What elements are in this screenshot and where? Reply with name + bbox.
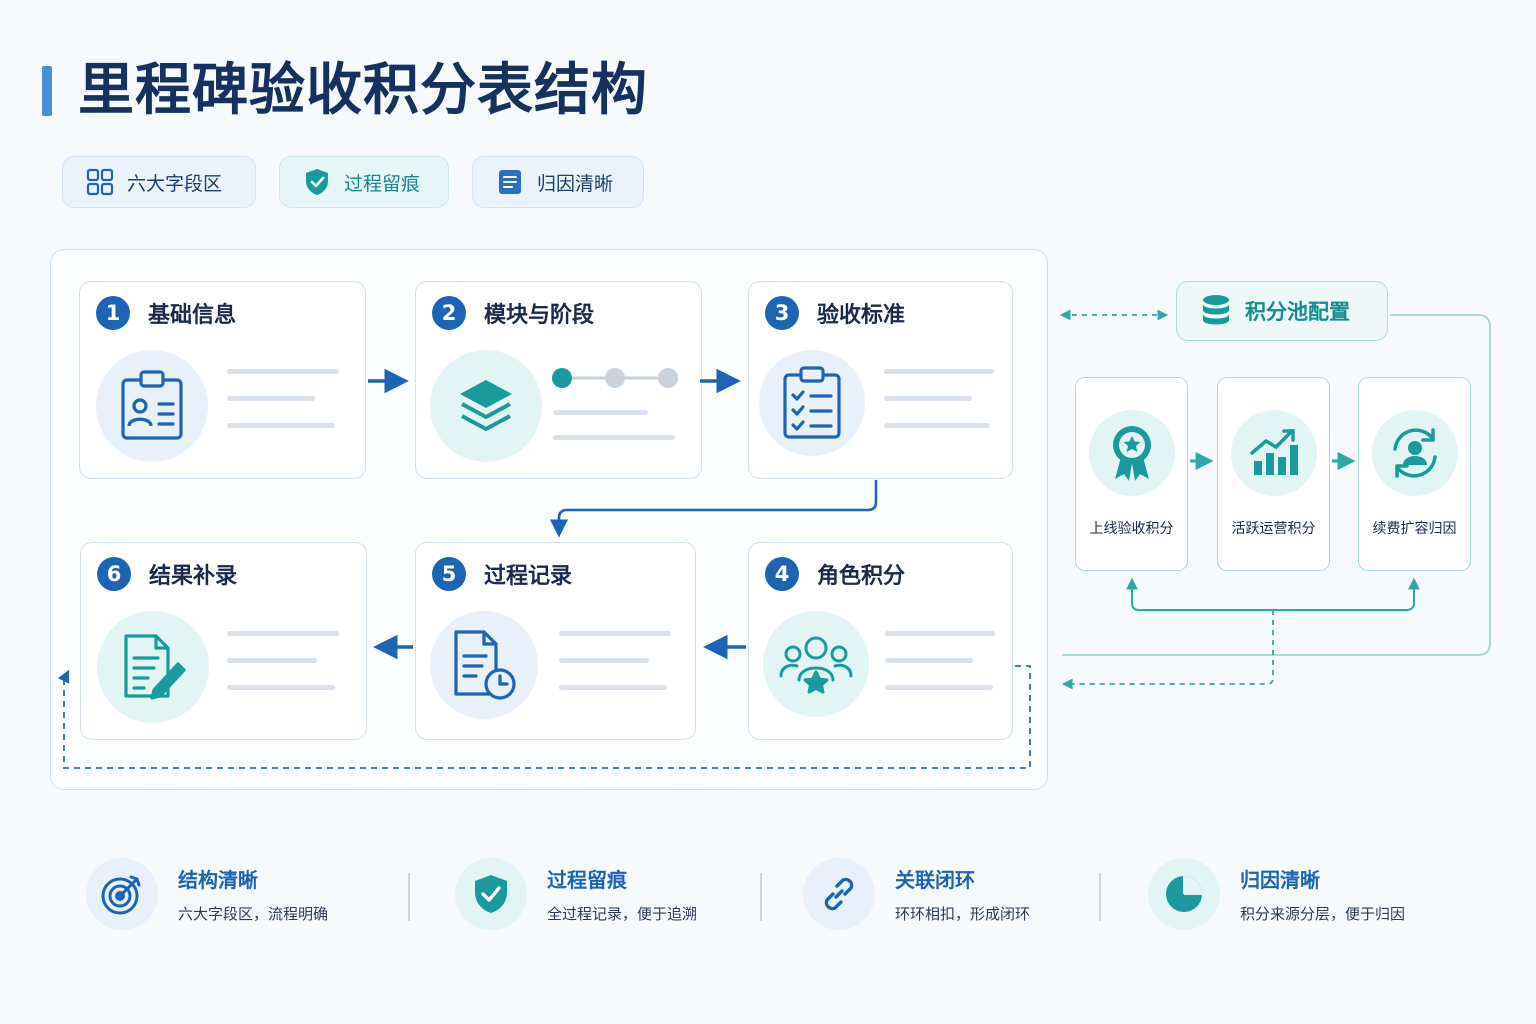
card-role-points[interactable]: 4 角色积分: [748, 542, 1013, 740]
id-clipboard-icon: [96, 350, 208, 462]
pool-title-label: 积分池配置: [1245, 300, 1350, 324]
growth-chart-icon: [1231, 410, 1317, 496]
card-title: 过程记录: [484, 564, 573, 589]
feature-desc: 全过程记录，便于追溯: [547, 905, 698, 923]
card-title: 模块与阶段: [484, 303, 595, 328]
divider: [408, 873, 410, 921]
pool-item-label: 上线验收积分: [1089, 521, 1174, 537]
feature-title: 结构清晰: [178, 868, 258, 892]
card-basic-info[interactable]: 1 基础信息: [79, 281, 366, 479]
checklist-icon: [759, 350, 865, 456]
layers-icon: [430, 350, 542, 462]
placeholder-line: [884, 396, 972, 401]
shield-check-icon: [455, 858, 527, 930]
placeholder-line: [884, 369, 994, 374]
link-icon: [803, 858, 875, 930]
placeholder-line: [227, 631, 339, 636]
placeholder-line: [884, 423, 990, 428]
divider: [1099, 873, 1101, 921]
shield-check-icon: [302, 167, 332, 197]
feature-clear-attribution: 归因清晰积分来源分层，便于归因: [1148, 858, 1405, 930]
placeholder-line: [227, 423, 335, 428]
card-title: 结果补录: [149, 564, 238, 589]
placeholder-line: [885, 658, 973, 663]
card-title: 基础信息: [148, 303, 237, 328]
card-acceptance-criteria[interactable]: 3 验收标准: [748, 281, 1013, 479]
pool-card-active[interactable]: 活跃运营积分: [1217, 377, 1330, 571]
feature-desc: 环环相扣，形成闭环: [895, 905, 1031, 923]
placeholder-line: [559, 685, 667, 690]
feature-desc: 积分来源分层，便于归因: [1240, 905, 1406, 923]
placeholder-line: [885, 685, 993, 690]
step-number: 4: [765, 557, 799, 591]
document-list-icon: [495, 167, 525, 197]
document-edit-icon: [97, 611, 209, 723]
chip-label: 六大字段区: [127, 172, 223, 195]
chip-label: 归因清晰: [537, 172, 614, 195]
placeholder-line: [553, 410, 648, 415]
page-title: 里程碑验收积分表结构: [78, 58, 648, 123]
feature-clear-structure: 结构清晰六大字段区，流程明确: [86, 858, 328, 930]
card-title: 验收标准: [817, 303, 906, 328]
step-number: 1: [96, 296, 130, 330]
step-number: 3: [765, 296, 799, 330]
user-cycle-icon: [1372, 410, 1458, 496]
feature-title: 过程留痕: [547, 868, 627, 892]
placeholder-line: [885, 631, 995, 636]
title-accent-bar: [42, 66, 52, 116]
feature-title: 归因清晰: [1240, 868, 1320, 892]
feature-desc: 六大字段区，流程明确: [178, 905, 329, 923]
card-result-supplement[interactable]: 6 结果补录: [80, 542, 367, 740]
chip-six-fields[interactable]: 六大字段区: [62, 156, 256, 208]
placeholder-line: [559, 631, 671, 636]
placeholder-line: [553, 435, 675, 440]
feature-process-trace: 过程留痕全过程记录，便于追溯: [455, 858, 697, 930]
placeholder-line: [227, 369, 339, 374]
placeholder-line: [559, 658, 649, 663]
chip-label: 过程留痕: [344, 172, 421, 195]
feature-title: 关联闭环: [895, 868, 975, 892]
card-title: 角色积分: [817, 564, 906, 589]
points-pool-config[interactable]: 积分池配置: [1176, 281, 1388, 341]
step-number: 6: [97, 557, 131, 591]
divider: [760, 873, 762, 921]
step-number: 2: [432, 296, 466, 330]
pool-card-renewal[interactable]: 续费扩容归因: [1358, 377, 1471, 571]
document-clock-icon: [430, 611, 538, 719]
pie-chart-icon: [1148, 858, 1220, 930]
placeholder-line: [227, 396, 315, 401]
pool-item-label: 活跃运营积分: [1231, 521, 1316, 537]
card-module-stage[interactable]: 2 模块与阶段: [415, 281, 702, 479]
placeholder-line: [227, 658, 317, 663]
stage-progress-dots: [552, 368, 678, 388]
placeholder-line: [227, 685, 335, 690]
grid-icon: [85, 167, 115, 197]
step-number: 5: [432, 557, 466, 591]
target-icon: [86, 858, 158, 930]
database-icon: [1201, 294, 1231, 328]
pool-item-label: 续费扩容归因: [1372, 521, 1457, 537]
award-ribbon-icon: [1089, 410, 1175, 496]
team-star-icon: [763, 611, 869, 717]
feature-closed-loop: 关联闭环环环相扣，形成闭环: [803, 858, 1030, 930]
chip-process-trace[interactable]: 过程留痕: [279, 156, 449, 208]
pool-card-launch[interactable]: 上线验收积分: [1075, 377, 1188, 571]
chip-attribution[interactable]: 归因清晰: [472, 156, 644, 208]
card-process-record[interactable]: 5 过程记录: [415, 542, 696, 740]
